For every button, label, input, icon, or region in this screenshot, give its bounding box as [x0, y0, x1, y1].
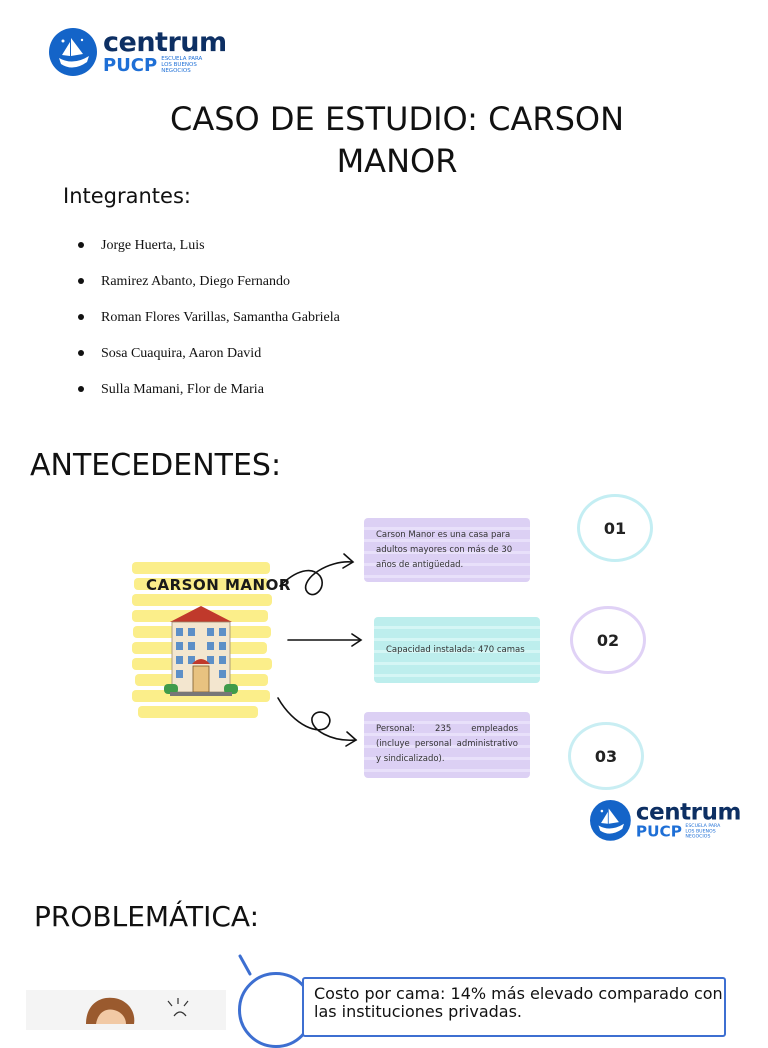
page-title: CASO DE ESTUDIO: CARSON MANOR	[170, 100, 624, 180]
brand-name: centrum	[103, 27, 227, 58]
connector-line	[238, 954, 252, 976]
number-badge-03: 03	[568, 722, 644, 790]
ship-emblem-icon	[590, 800, 631, 841]
info-box-01: Carson Manor es una casa para adultos ma…	[364, 518, 530, 582]
list-item: Sulla Mamani, Flor de Maria	[78, 376, 340, 412]
list-item: Jorge Huerta, Luis	[78, 232, 340, 268]
info-box-02: Capacidad instalada: 470 camas	[374, 617, 540, 683]
list-item: Ramirez Abanto, Diego Fernando	[78, 268, 340, 304]
ship-emblem-icon	[49, 28, 97, 76]
members-list: Jorge Huerta, Luis Ramirez Abanto, Diego…	[78, 232, 340, 412]
antecedentes-heading: ANTECEDENTES:	[30, 448, 282, 483]
info-box-03: Personal: 235 empleados (incluye persona…	[364, 712, 530, 778]
brand-sub: PUCP	[103, 55, 158, 76]
center-label: CARSON MANOR	[146, 576, 291, 594]
problem-text-box: Costo por cama: 14% más elevado comparad…	[302, 977, 726, 1037]
number-badge-01: 01	[577, 494, 653, 562]
problematica-heading: PROBLEMÁTICA:	[34, 900, 260, 933]
arrows-graphic	[277, 553, 363, 747]
list-item: Sosa Cuaquira, Aaron David	[78, 340, 340, 376]
number-badge-02: 02	[570, 606, 646, 674]
building-icon	[164, 606, 238, 696]
members-heading: Integrantes:	[63, 184, 191, 208]
person-illustration	[86, 997, 189, 1024]
list-item: Roman Flores Varillas, Samantha Gabriela	[78, 304, 340, 340]
